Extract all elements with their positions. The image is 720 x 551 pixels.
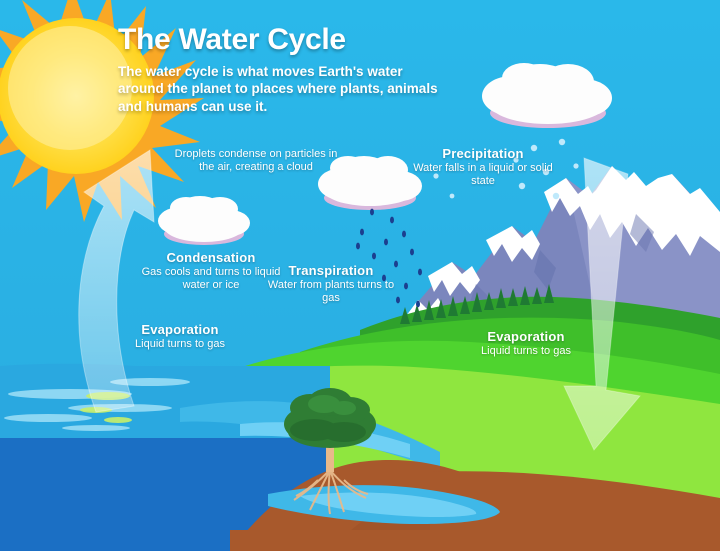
tree-icon — [284, 388, 376, 515]
cloud-left-icon — [158, 196, 250, 245]
poster-title-block: The Water Cycle The water cycle is what … — [118, 25, 448, 115]
evaporation-arrow-up — [78, 149, 155, 413]
cloud-top-right-icon — [482, 63, 612, 128]
ocean-water — [0, 363, 440, 551]
snow-dots — [433, 138, 579, 200]
precipitation-arrow-down — [563, 157, 641, 451]
pine-trees — [400, 284, 554, 324]
soil-cross-section — [230, 459, 720, 551]
page-title: The Water Cycle — [118, 23, 346, 56]
cloud-center-icon — [318, 156, 422, 210]
raindrops — [356, 208, 422, 308]
sun-icon — [0, 0, 204, 222]
page-subtitle: The water cycle is what moves Earth's wa… — [118, 64, 438, 114]
